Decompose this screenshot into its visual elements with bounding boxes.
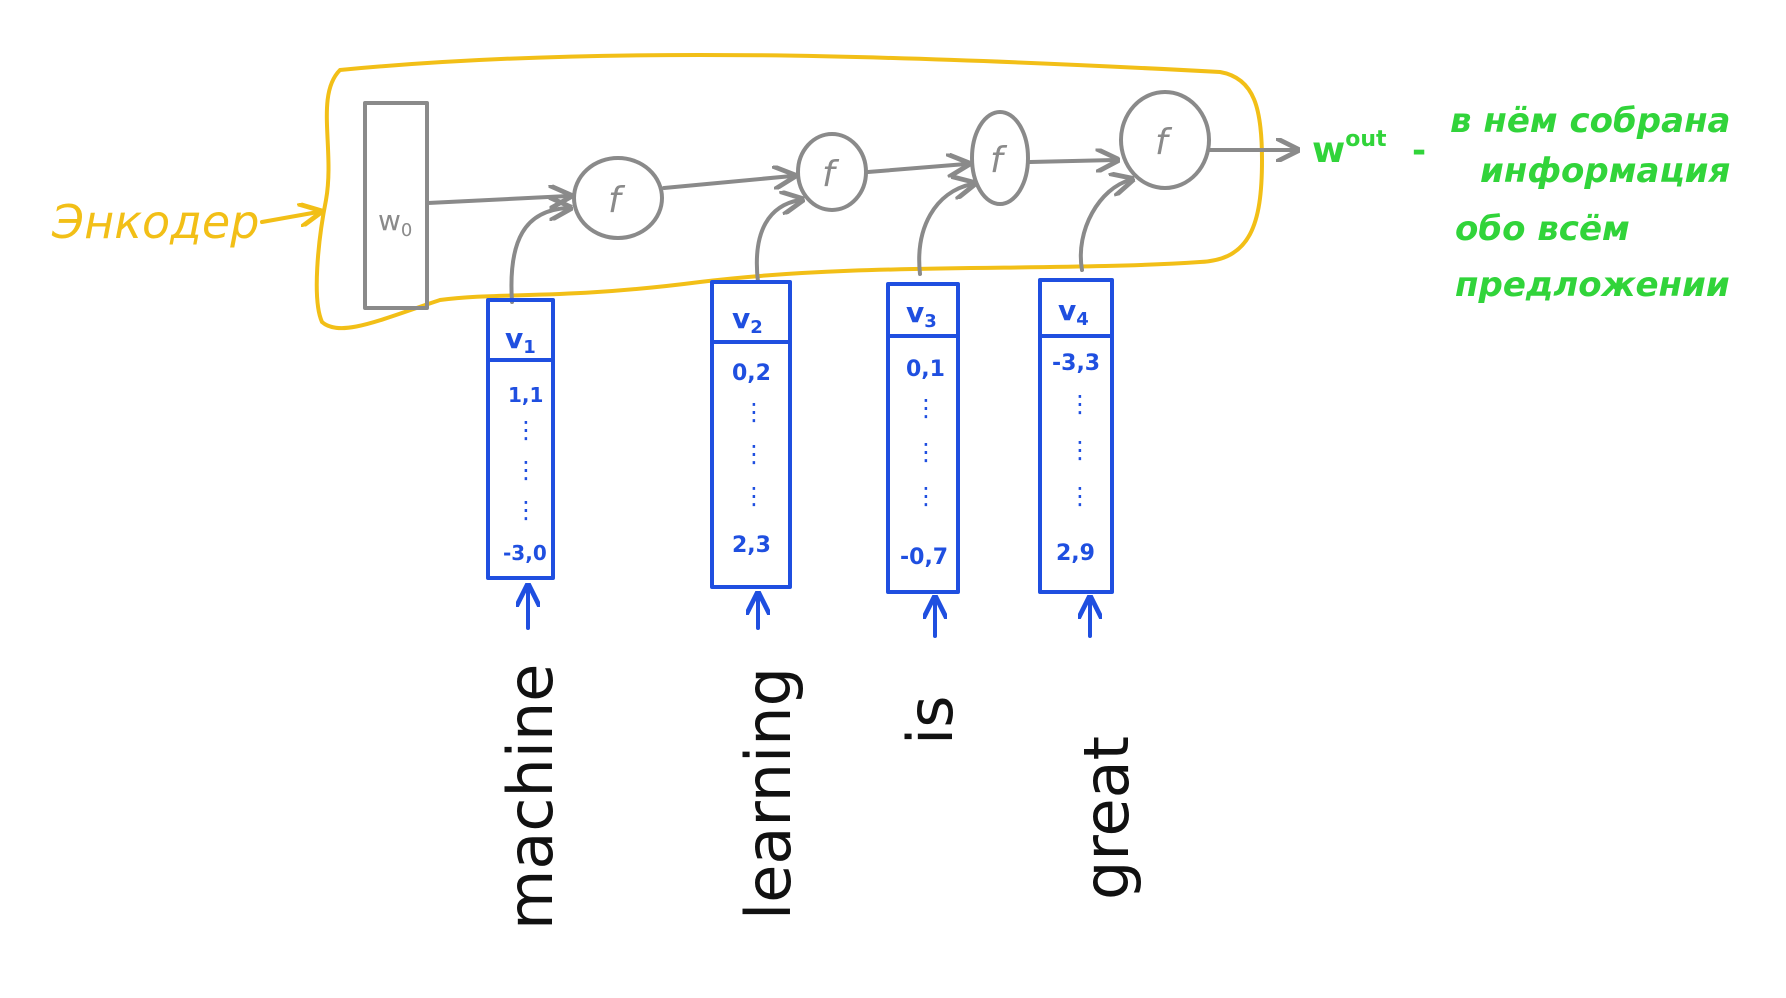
- output-annotation-line: в нём собрана: [1450, 101, 1731, 141]
- input-arrow: [509, 208, 568, 304]
- svg-text:v2: v2: [732, 302, 763, 338]
- rnn-cell: f: [796, 132, 868, 212]
- embedding-vector: v3 0,1 ⋮ ⋮ ⋮ -0,7: [886, 282, 960, 594]
- vector-ellipsis: ⋮: [742, 482, 766, 510]
- vector-ellipsis: ⋮: [1068, 390, 1092, 418]
- vector-ellipsis: ⋮: [914, 482, 938, 510]
- initial-state-box: [363, 101, 429, 310]
- svg-text:f: f: [990, 140, 1008, 181]
- embedding-vector: v2 0,2 ⋮ ⋮ ⋮ 2,3: [710, 280, 792, 589]
- vector-ellipsis: ⋮: [514, 416, 538, 444]
- vector-last-value: -3,0: [503, 541, 547, 565]
- vector-ellipsis: ⋮: [914, 394, 938, 422]
- svg-text:v1: v1: [505, 322, 536, 358]
- recurrent-arrow: [426, 196, 568, 203]
- embedding-vector: v1 1,1 ⋮ ⋮ ⋮ -3,0: [486, 298, 555, 580]
- encoder-outline: [314, 52, 1264, 331]
- vector-ellipsis: ⋮: [742, 440, 766, 468]
- svg-text:v4: v4: [1058, 294, 1089, 330]
- token-word: great: [1070, 736, 1143, 900]
- vector-ellipsis: ⋮: [1068, 482, 1092, 510]
- output-annotation-line: предложении: [1455, 265, 1730, 305]
- output-annotation-line: обо всём: [1455, 209, 1630, 249]
- vector-ellipsis: ⋮: [514, 496, 538, 524]
- vector-first-value: 0,2: [732, 361, 771, 386]
- output-annotation-line: информация: [1480, 151, 1730, 191]
- vector-first-value: 0,1: [906, 357, 945, 382]
- vector-ellipsis: ⋮: [914, 438, 938, 466]
- svg-text:f: f: [608, 180, 626, 221]
- svg-text:f: f: [1155, 122, 1173, 163]
- rnn-cell: f: [572, 156, 664, 240]
- token-word: is: [894, 695, 967, 745]
- input-arrow: [917, 184, 972, 276]
- svg-text:v3: v3: [906, 296, 937, 332]
- recurrent-arrow: [1028, 160, 1115, 162]
- vector-last-value: -0,7: [900, 545, 948, 570]
- output-label: wout: [1312, 127, 1387, 171]
- output-dash: -: [1412, 131, 1426, 171]
- svg-text:f: f: [822, 154, 840, 195]
- vector-ellipsis: ⋮: [1068, 436, 1092, 464]
- input-arrow: [754, 200, 800, 284]
- recurrent-arrow: [662, 176, 792, 190]
- encoder-label-arrow: [260, 212, 318, 222]
- embedding-vector: v4 -3,3 ⋮ ⋮ ⋮ 2,9: [1038, 278, 1114, 594]
- rnn-cell: f: [1119, 90, 1211, 190]
- vector-first-value: 1,1: [508, 383, 543, 407]
- recurrent-arrow: [866, 164, 966, 172]
- initial-state-label: w0: [378, 204, 412, 241]
- encoder-label: Энкодер: [51, 195, 259, 249]
- token-word: learning: [732, 667, 805, 920]
- input-arrow: [1078, 180, 1130, 272]
- vector-last-value: 2,9: [1056, 541, 1095, 566]
- vector-last-value: 2,3: [732, 533, 771, 558]
- vector-ellipsis: ⋮: [742, 398, 766, 426]
- rnn-cell: f: [970, 110, 1030, 206]
- vector-ellipsis: ⋮: [514, 456, 538, 484]
- token-word: machine: [494, 664, 567, 930]
- vector-first-value: -3,3: [1052, 351, 1100, 376]
